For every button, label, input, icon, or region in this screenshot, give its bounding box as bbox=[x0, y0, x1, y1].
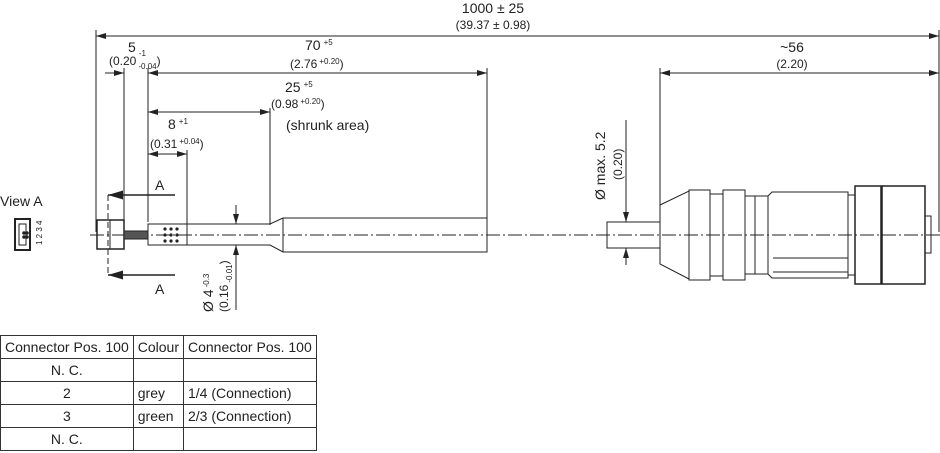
dimension-dia-5-2: Ø max. 5.2 (0.20) bbox=[592, 120, 629, 265]
view-a-label: View A bbox=[0, 193, 43, 209]
table-cell: 1/4 (Connection) bbox=[183, 381, 317, 405]
dimension-56: ~56 (2.20) bbox=[659, 39, 939, 205]
svg-text:Ø 4-0.3: Ø 4-0.3 bbox=[200, 273, 216, 312]
svg-text:(0.98+0.20): (0.98+0.20) bbox=[271, 97, 325, 111]
table-cell: green bbox=[132, 404, 185, 428]
dimension-25: 25+5 (0.98+0.20) (shrunk area) bbox=[148, 79, 369, 225]
svg-text:70+5: 70+5 bbox=[305, 37, 333, 53]
dimension-dia-4: Ø 4-0.3 (0.16-0.01) bbox=[200, 205, 239, 312]
table-cell: N. C. bbox=[0, 427, 134, 451]
table-cell bbox=[132, 427, 185, 451]
table-cell bbox=[132, 358, 185, 382]
svg-text:A: A bbox=[155, 281, 165, 297]
svg-text:(shrunk area): (shrunk area) bbox=[286, 117, 369, 133]
svg-text:1000 ± 25: 1000 ± 25 bbox=[462, 0, 524, 16]
table-header-row: Connector Pos. 100 Colour Connector Pos.… bbox=[0, 335, 317, 359]
table-cell: 2 bbox=[0, 381, 134, 405]
svg-text:(39.37 ± 0.98): (39.37 ± 0.98) bbox=[456, 18, 531, 32]
dimension-5: 5-1 (0.20-0.04) bbox=[105, 39, 161, 222]
table-cell: 2/3 (Connection) bbox=[183, 404, 317, 428]
svg-text:A: A bbox=[155, 177, 165, 193]
svg-text:(0.31+0.04): (0.31+0.04) bbox=[150, 137, 204, 151]
svg-text:Ø max. 5.2: Ø max. 5.2 bbox=[592, 131, 608, 200]
svg-text:(0.16-0.01): (0.16-0.01) bbox=[217, 260, 234, 312]
svg-text:1 2 3 4: 1 2 3 4 bbox=[35, 220, 44, 245]
svg-text:5-1: 5-1 bbox=[128, 39, 146, 58]
svg-text:(0.20): (0.20) bbox=[611, 149, 625, 180]
table-cell bbox=[183, 358, 317, 382]
table-cell: 3 bbox=[0, 404, 134, 428]
svg-text:(2.76+0.20): (2.76+0.20) bbox=[290, 57, 344, 71]
svg-text:(2.20): (2.20) bbox=[776, 57, 807, 71]
contact-dots bbox=[163, 227, 179, 243]
cable-left-end bbox=[96, 217, 488, 253]
svg-text:(0.20-0.04): (0.20-0.04) bbox=[109, 54, 161, 71]
table-cell: grey bbox=[132, 381, 185, 405]
connector-right bbox=[606, 185, 932, 285]
dimension-8: 8+1 (0.31+0.04) bbox=[148, 116, 204, 225]
pin-assignment-table: Connector Pos. 100 Colour Connector Pos.… bbox=[0, 335, 317, 451]
table-header: Colour bbox=[132, 335, 185, 359]
dimension-total: 1000 ± 25 (39.37 ± 0.98) bbox=[95, 0, 940, 232]
table-header: Connector Pos. 100 bbox=[183, 335, 317, 359]
table-cell bbox=[183, 427, 317, 451]
svg-text:~56: ~56 bbox=[780, 39, 804, 55]
table-cell: N. C. bbox=[0, 358, 134, 382]
svg-text:8+1: 8+1 bbox=[168, 116, 188, 132]
svg-text:25+5: 25+5 bbox=[285, 79, 313, 95]
table-row: N. C. bbox=[0, 427, 317, 451]
view-a-connector-icon: 1 2 3 4 bbox=[14, 218, 44, 251]
dimension-70: 70+5 (2.76+0.20) bbox=[148, 37, 488, 222]
table-row: N. C. bbox=[0, 358, 317, 382]
section-marker-a: A A bbox=[107, 177, 175, 297]
table-header: Connector Pos. 100 bbox=[0, 335, 134, 359]
